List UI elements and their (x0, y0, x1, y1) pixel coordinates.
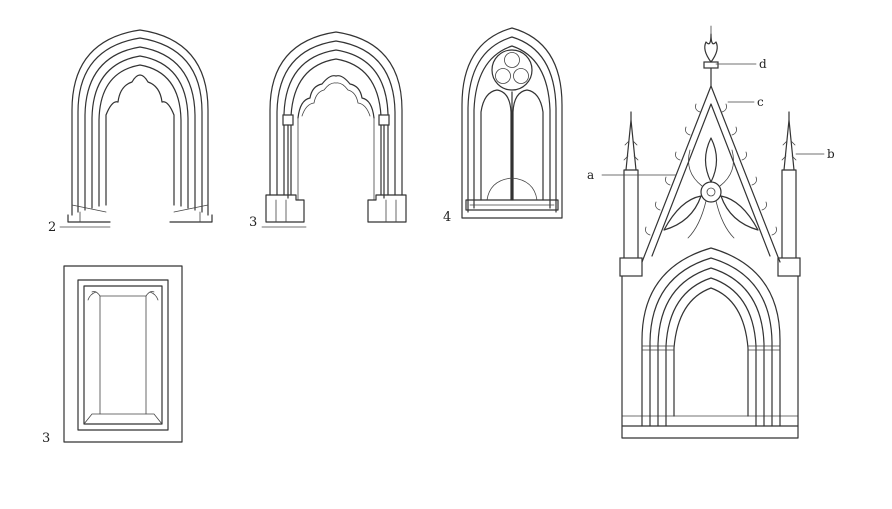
callout-c: c (757, 95, 764, 109)
figure-number-3-upper: 3 (249, 215, 257, 230)
gothic-portal-main (619, 25, 801, 439)
figure-number-3-lower: 3 (42, 431, 50, 446)
figure-number-4: 4 (443, 210, 451, 225)
arch-figure-3-upper (261, 31, 407, 228)
window-figure-4 (461, 27, 563, 219)
callout-leaders (601, 63, 825, 176)
callout-a: a (587, 168, 594, 182)
callout-b: b (827, 147, 835, 161)
figure-number-2: 2 (48, 220, 56, 235)
arch-figure-2 (59, 29, 213, 228)
doorway-figure-3-lower (63, 265, 183, 443)
callout-d: d (759, 57, 767, 71)
